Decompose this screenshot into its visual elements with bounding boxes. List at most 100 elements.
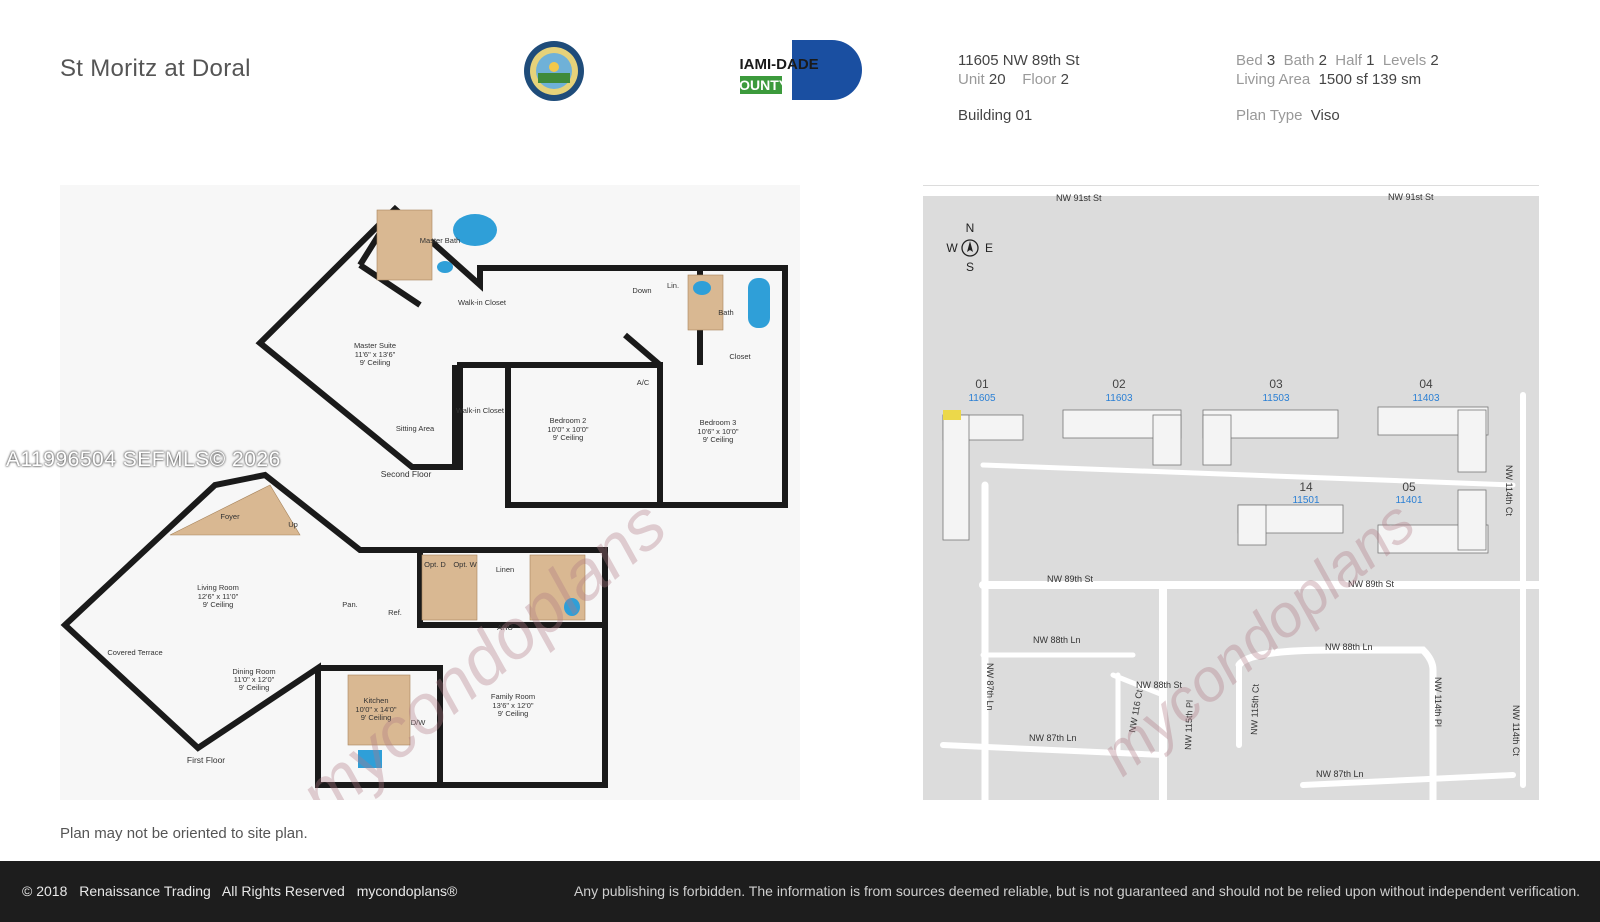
svg-text:Closet: Closet <box>729 352 751 361</box>
label-family-room: Family Room <box>491 692 535 701</box>
mls-overlay-text: A11996504 SEFMLS© 2026 <box>6 448 281 471</box>
living-area-label: Living Area <box>1236 71 1311 88</box>
svg-text:Opt. W: Opt. W <box>453 560 477 569</box>
street-nw-89th-st: NW 89th St <box>1047 574 1094 584</box>
bed-value: 3 <box>1266 52 1276 69</box>
miami-dade-county-logo: MIAMI-DADE COUNTY <box>740 40 862 100</box>
bath-label: Bath <box>1283 52 1315 69</box>
address: 11605 NW 89th St <box>958 52 1080 69</box>
unit-value: 20 <box>988 71 1006 88</box>
building-02-number: 02 <box>1112 377 1126 391</box>
building-04-address: 11403 <box>1412 393 1440 404</box>
footer-copyright: © 2018 <box>22 883 68 899</box>
building-03-address: 11503 <box>1262 393 1290 404</box>
svg-text:NW 114th Pl: NW 114th Pl <box>1433 677 1443 727</box>
plan-type-value: Viso <box>1310 107 1340 124</box>
bath-value: 2 <box>1318 52 1327 69</box>
label-dining-room: Dining Room <box>232 667 275 676</box>
site-map: N S E W 01 02 03 04 14 05 11605 11603 11… <box>923 185 1539 800</box>
svg-text:9' Ceiling: 9' Ceiling <box>239 683 270 692</box>
levels-label: Levels <box>1382 52 1427 69</box>
svg-text:NW 91st St: NW 91st St <box>1388 192 1434 202</box>
half-label: Half <box>1335 52 1362 69</box>
label-second-floor: Second Floor <box>381 469 432 479</box>
page-title: St Moritz at Doral <box>60 55 251 82</box>
label-master-bath: Master Bath <box>420 236 460 245</box>
street-nw-88th-ln: NW 88th Ln <box>1033 635 1081 645</box>
orientation-note: Plan may not be oriented to site plan. <box>60 825 308 842</box>
building-03-number: 03 <box>1269 377 1283 391</box>
unit-label: Unit <box>958 71 985 88</box>
unit-details-block: Bed 3 Bath 2 Half 1 Levels 2 Living Area… <box>1236 51 1439 125</box>
label-covered-terrace: Covered Terrace <box>107 648 162 657</box>
city-seal-logo <box>524 41 584 101</box>
levels-value: 2 <box>1430 52 1439 69</box>
floor-label: Floor <box>1022 71 1057 88</box>
label-foyer: Foyer <box>220 512 240 521</box>
svg-text:10'0" x 14'0": 10'0" x 14'0" <box>355 705 396 714</box>
building-01-address: 11605 <box>968 393 996 404</box>
svg-text:9' Ceiling: 9' Ceiling <box>361 713 392 722</box>
street-nw-87th-ln: NW 87th Ln <box>1029 733 1077 743</box>
label-kitchen: Kitchen <box>363 696 388 705</box>
svg-text:E: E <box>985 241 993 255</box>
floor-plan-image: Master Suite 11'6" x 13'6" 9' Ceiling Ma… <box>60 185 800 800</box>
svg-text:NW 115th Pl: NW 115th Pl <box>1183 700 1195 750</box>
svg-text:Down: Down <box>632 286 651 295</box>
footer-company: Renaissance Trading <box>79 883 211 899</box>
plan-type-label: Plan Type <box>1236 107 1303 124</box>
svg-text:Ref.: Ref. <box>388 608 402 617</box>
building-02-address: 11603 <box>1105 393 1133 404</box>
footer-disclaimer: Any publishing is forbidden. The informa… <box>573 883 1580 899</box>
svg-text:9' Ceiling: 9' Ceiling <box>498 709 529 718</box>
svg-text:Opt. D: Opt. D <box>424 560 446 569</box>
svg-text:NW 115th Ct: NW 115th Ct <box>1249 683 1261 735</box>
svg-text:9' Ceiling: 9' Ceiling <box>703 435 734 444</box>
svg-text:Walk-in Closet: Walk-in Closet <box>456 406 505 415</box>
address-block: 11605 NW 89th St Unit 20 Floor 2 Buildin… <box>958 51 1079 125</box>
county-logo-text-bottom: COUNTY <box>740 77 789 93</box>
svg-text:AHU: AHU <box>497 623 513 632</box>
svg-text:9' Ceiling: 9' Ceiling <box>553 433 584 442</box>
watermark-floorplan: mycondoplans <box>284 485 680 800</box>
street-nw-91st-st: NW 91st St <box>1056 193 1102 203</box>
master-bath-tile <box>376 209 433 281</box>
svg-text:13'6" x 12'0": 13'6" x 12'0" <box>492 701 533 710</box>
svg-text:9' Ceiling: 9' Ceiling <box>360 358 391 367</box>
building-01-number: 01 <box>975 377 989 391</box>
building-14-address: 11501 <box>1292 495 1320 506</box>
svg-text:A/C: A/C <box>637 378 650 387</box>
svg-text:NW 114th Ct: NW 114th Ct <box>1511 705 1521 756</box>
svg-text:Linen: Linen <box>496 565 514 574</box>
svg-text:NW 88th Ln: NW 88th Ln <box>1325 642 1373 652</box>
label-sitting-area: Sitting Area <box>396 424 435 433</box>
svg-text:W: W <box>946 241 958 255</box>
svg-text:10'6" x 10'0": 10'6" x 10'0" <box>697 427 738 436</box>
svg-text:NW 87th Ln: NW 87th Ln <box>1316 769 1364 779</box>
footer-bar: © 2018 Renaissance Trading All Rights Re… <box>0 861 1600 922</box>
svg-text:NW 114th Ct: NW 114th Ct <box>1504 465 1514 516</box>
svg-text:11'0" x 12'0": 11'0" x 12'0" <box>234 675 275 684</box>
building-05-number: 05 <box>1402 480 1416 494</box>
svg-text:Lin.: Lin. <box>667 281 679 290</box>
svg-text:S: S <box>966 260 974 274</box>
county-logo-text-top: MIAMI-DADE <box>740 56 819 73</box>
unit-highlight <box>943 410 961 420</box>
svg-text:10'0" x 10'0": 10'0" x 10'0" <box>547 425 588 434</box>
footer-rights: All Rights Reserved <box>221 883 345 899</box>
svg-text:Up: Up <box>288 520 298 529</box>
svg-text:Bath: Bath <box>718 308 733 317</box>
bed-label: Bed <box>1236 52 1263 69</box>
label-first-floor: First Floor <box>187 755 225 765</box>
building-05-address: 11401 <box>1395 495 1423 506</box>
svg-text:11'6" x 13'6": 11'6" x 13'6" <box>355 350 396 359</box>
label-living-room: Living Room <box>197 583 239 592</box>
svg-text:NW 89th St: NW 89th St <box>1348 579 1395 589</box>
label-bedroom-3: Bedroom 3 <box>700 418 737 427</box>
floor-value: 2 <box>1060 71 1069 88</box>
building-label: Building 01 <box>958 107 1033 124</box>
svg-text:NW 87th Ln: NW 87th Ln <box>985 663 995 711</box>
svg-text:Pan.: Pan. <box>342 600 357 609</box>
svg-text:Walk-in Closet: Walk-in Closet <box>458 298 507 307</box>
building-04-number: 04 <box>1419 377 1433 391</box>
